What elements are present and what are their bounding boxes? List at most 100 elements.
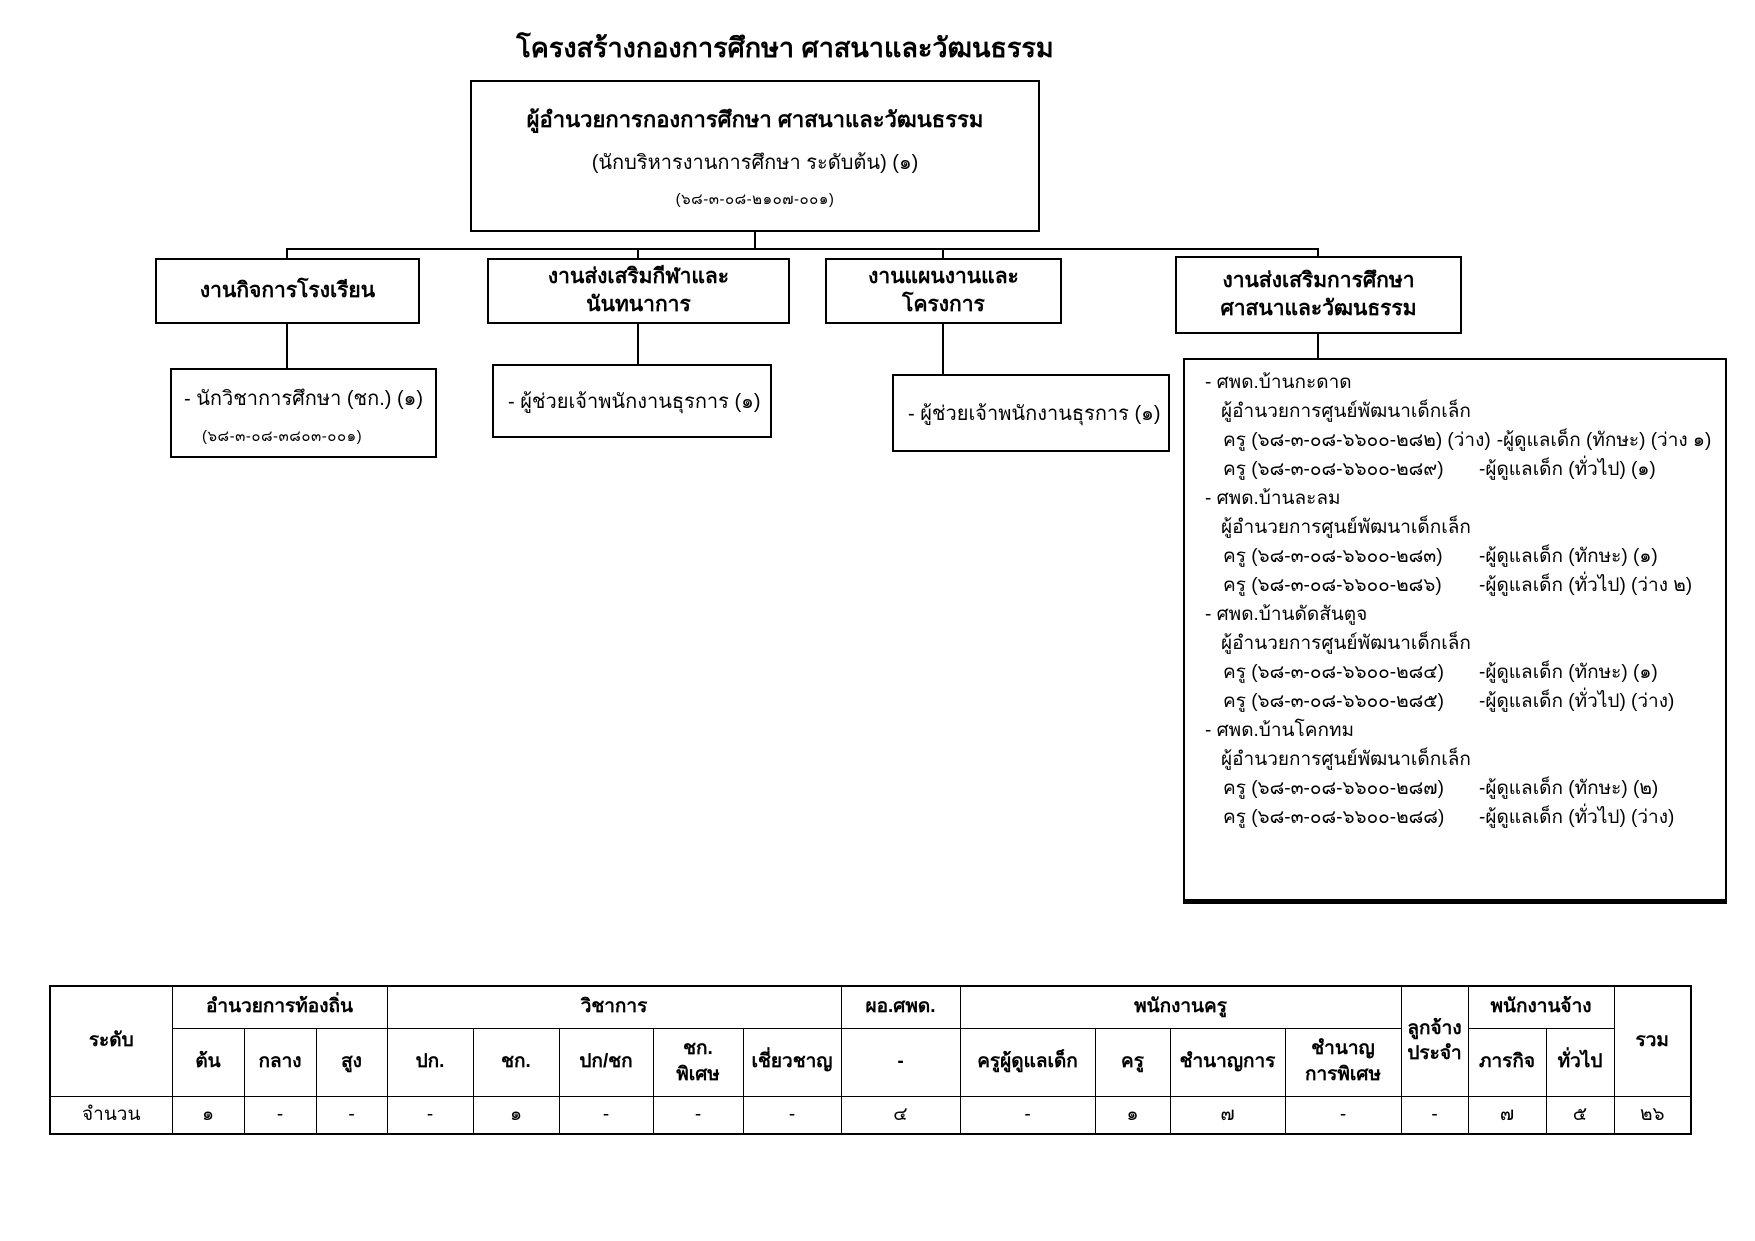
sub-header: ทั่วไป — [1545, 1027, 1615, 1097]
count-cell: - — [652, 1095, 744, 1135]
sub-box-clerk-assistant-2: - ผู้ช่วยเจ้าพนักงานธุรการ (๑) — [892, 374, 1170, 452]
director-box: ผู้อำนวยการกองการศึกษา ศาสนาและวัฒนธรรม … — [470, 80, 1040, 232]
count-cell: - — [243, 1095, 317, 1135]
branch-box-school-affairs: งานกิจการโรงเรียน — [155, 258, 420, 324]
col-header-level: ระดับ — [49, 985, 173, 1097]
connector-branch3-sub — [942, 324, 944, 374]
center-director: ผู้อำนวยการศูนย์พัฒนาเด็กเล็ก — [1221, 633, 1471, 654]
sub-header: ครู — [1094, 1027, 1171, 1097]
count-cell: ๗ — [1467, 1095, 1547, 1135]
caretaker-position: -ผู้ดูแลเด็ก (ทักษะ) (๒) — [1479, 778, 1659, 799]
center-block: - ศพด.บ้านดัดสันตูจ ผู้อำนวยการศูนย์พัฒน… — [1205, 600, 1717, 716]
count-cell: - — [386, 1095, 474, 1135]
teacher-row: ครู (๖๘-๓-๐๘-๖๖๐๐-๒๘๖) -ผู้ดูแลเด็ก (ทั่… — [1205, 571, 1717, 600]
caretaker-position: -ผู้ดูแลเด็ก (ทักษะ) (๑) — [1479, 546, 1658, 567]
center-name: - ศพด.บ้านดัดสันตูจ — [1205, 604, 1368, 625]
center-director: ผู้อำนวยการศูนย์พัฒนาเด็กเล็ก — [1221, 401, 1471, 422]
sub-header: - — [840, 1027, 961, 1097]
child-development-centers-box: - ศพด.บ้านกะดาด ผู้อำนวยการศูนย์พัฒนาเด็… — [1183, 358, 1727, 904]
branch-box-sports-recreation: งานส่งเสริมกีฬาและนันทนาการ — [487, 258, 790, 324]
count-cell-total: ๒๖ — [1613, 1095, 1692, 1135]
teacher-position: ครู (๖๘-๓-๐๘-๖๖๐๐-๒๘๘) — [1223, 807, 1445, 828]
count-cell: ๕ — [1545, 1095, 1615, 1135]
center-block: - ศพด.บ้านโคกทม ผู้อำนวยการศูนย์พัฒนาเด็… — [1205, 716, 1717, 832]
teacher-row: ครู (๖๘-๓-๐๘-๖๖๐๐-๒๘๙) -ผู้ดูแลเด็ก (ทั่… — [1205, 455, 1717, 484]
teacher-position: ครู (๖๘-๓-๐๘-๖๖๐๐-๒๘๗) — [1223, 778, 1444, 799]
count-cell: ๑ — [1094, 1095, 1171, 1135]
sub-header: ชก. พิเศษ — [652, 1027, 744, 1097]
count-cell: ๗ — [1169, 1095, 1286, 1135]
position-code: (๖๘-๓-๐๘-๓๘๐๓-๐๐๑) — [202, 428, 363, 445]
group-header-hired-staff: พนักงานจ้าง — [1467, 985, 1615, 1029]
count-cell: - — [742, 1095, 842, 1135]
branch-box-education-religion-culture: งานส่งเสริมการศึกษา ศาสนาและวัฒนธรรม — [1175, 256, 1462, 334]
count-cell: - — [315, 1095, 388, 1135]
teacher-row: ครู (๖๘-๓-๐๘-๖๖๐๐-๒๘๔) -ผู้ดูแลเด็ก (ทัก… — [1205, 658, 1717, 687]
connector-branch2-sub — [637, 324, 639, 364]
teacher-row: ครู (๖๘-๓-๐๘-๖๖๐๐-๒๘๗) -ผู้ดูแลเด็ก (ทัก… — [1205, 774, 1717, 803]
sub-box-clerk-assistant-1: - ผู้ช่วยเจ้าพนักงานธุรการ (๑) — [492, 364, 772, 438]
sub-header: เชี่ยวชาญ — [742, 1027, 842, 1097]
sub-header: ต้น — [171, 1027, 245, 1097]
sub-header: ภารกิจ — [1467, 1027, 1547, 1097]
group-header-teacher-staff: พนักงานครู — [959, 985, 1402, 1029]
connector-drop-branch-2 — [637, 248, 639, 258]
director-position: (นักบริหารงานการศึกษา ระดับต้น) (๑) — [591, 151, 919, 174]
branch-label: งานส่งเสริมกีฬาและนันทนาการ — [547, 264, 730, 316]
teacher-position: ครู (๖๘-๓-๐๘-๖๖๐๐-๒๘๙) — [1223, 459, 1444, 480]
connector-drop-branch-4 — [1317, 248, 1319, 258]
connector-branch-bus — [287, 248, 1319, 250]
sub-header: กลาง — [243, 1027, 317, 1097]
sub-header: ครูผู้ดูแลเด็ก — [959, 1027, 1096, 1097]
teacher-row: ครู (๖๘-๓-๐๘-๖๖๐๐-๒๘๒) (ว่าง) -ผู้ดูแลเด… — [1205, 426, 1717, 455]
caretaker-position: -ผู้ดูแลเด็ก (ทั่วไป) (ว่าง) — [1479, 691, 1675, 712]
connector-branch4-centers — [1317, 334, 1319, 358]
caretaker-position: -ผู้ดูแลเด็ก (ทั่วไป) (๑) — [1479, 459, 1656, 480]
caretaker-position: -ผู้ดูแลเด็ก (ทั่วไป) (ว่าง) — [1479, 807, 1675, 828]
branch-label: งานแผนงานและโครงการ — [868, 264, 1019, 316]
caretaker-position: -ผู้ดูแลเด็ก (ทักษะ) (ว่าง ๑) — [1496, 430, 1712, 451]
connector-drop-branch-1 — [286, 248, 288, 258]
staffing-table: ระดับ อำนวยการท้องถิ่น วิชาการ ผอ.ศพด. พ… — [49, 985, 1692, 1135]
sub-header: ปก. — [386, 1027, 474, 1097]
sub-box-education-academic: - นักวิชาการศึกษา (ชก.) (๑) (๖๘-๓-๐๘-๓๘๐… — [170, 368, 437, 458]
position-line: - นักวิชาการศึกษา (ชก.) (๑) — [184, 388, 424, 410]
teacher-position: ครู (๖๘-๓-๐๘-๖๖๐๐-๒๘๖) — [1223, 575, 1442, 596]
teacher-position: ครู (๖๘-๓-๐๘-๖๖๐๐-๒๘๕) — [1223, 691, 1444, 712]
caretaker-position: -ผู้ดูแลเด็ก (ทั่วไป) (ว่าง ๒) — [1479, 575, 1693, 596]
teacher-position: ครู (๖๘-๓-๐๘-๖๖๐๐-๒๘๓) — [1223, 546, 1443, 567]
group-header-total: รวม — [1613, 985, 1692, 1097]
center-block: - ศพด.บ้านละลม ผู้อำนวยการศูนย์พัฒนาเด็ก… — [1205, 484, 1717, 600]
director-title: ผู้อำนวยการกองการศึกษา ศาสนาและวัฒนธรรม — [526, 106, 984, 132]
count-cell: - — [1400, 1095, 1469, 1135]
staffing-table-wrap: ระดับ อำนวยการท้องถิ่น วิชาการ ผอ.ศพด. พ… — [49, 985, 1692, 1135]
group-header-center-director: ผอ.ศพด. — [840, 985, 961, 1029]
center-block: - ศพด.บ้านกะดาด ผู้อำนวยการศูนย์พัฒนาเด็… — [1205, 368, 1717, 484]
teacher-position: ครู (๖๘-๓-๐๘-๖๖๐๐-๒๘๔) — [1223, 662, 1444, 683]
position-line: - ผู้ช่วยเจ้าพนักงานธุรการ (๑) — [908, 403, 1161, 425]
teacher-position: ครู (๖๘-๓-๐๘-๖๖๐๐-๒๘๒) (ว่าง) — [1223, 430, 1491, 451]
connector-branch1-sub — [286, 324, 288, 368]
page-title: โครงสร้างกองการศึกษา ศาสนาและวัฒนธรรม — [516, 33, 1054, 63]
caretaker-position: -ผู้ดูแลเด็ก (ทักษะ) (๑) — [1479, 662, 1658, 683]
sub-header: สูง — [315, 1027, 388, 1097]
group-header-academic: วิชาการ — [386, 985, 842, 1029]
group-header-local-admin: อำนวยการท้องถิ่น — [171, 985, 388, 1029]
connector-director-stub — [754, 232, 756, 250]
director-position-code: (๖๘-๓-๐๘-๒๑๐๗-๐๐๑) — [675, 190, 835, 208]
count-cell: ๑ — [472, 1095, 560, 1135]
sub-header: ปก/ชก — [558, 1027, 654, 1097]
center-director: ผู้อำนวยการศูนย์พัฒนาเด็กเล็ก — [1221, 749, 1471, 770]
teacher-row: ครู (๖๘-๓-๐๘-๖๖๐๐-๒๘๘) -ผู้ดูแลเด็ก (ทั่… — [1205, 803, 1717, 832]
branch-label: งานส่งเสริมการศึกษา ศาสนาและวัฒนธรรม — [1220, 268, 1417, 320]
count-cell: - — [558, 1095, 654, 1135]
center-name: - ศพด.บ้านละลม — [1205, 488, 1341, 509]
position-line: - ผู้ช่วยเจ้าพนักงานธุรการ (๑) — [508, 391, 761, 413]
count-cell: ๔ — [840, 1095, 961, 1135]
row-label-count: จำนวน — [49, 1095, 173, 1135]
teacher-row: ครู (๖๘-๓-๐๘-๖๖๐๐-๒๘๕) -ผู้ดูแลเด็ก (ทั่… — [1205, 687, 1717, 716]
center-director: ผู้อำนวยการศูนย์พัฒนาเด็กเล็ก — [1221, 517, 1471, 538]
teacher-row: ครู (๖๘-๓-๐๘-๖๖๐๐-๒๘๓) -ผู้ดูแลเด็ก (ทัก… — [1205, 542, 1717, 571]
center-name: - ศพด.บ้านโคกทม — [1205, 720, 1354, 741]
